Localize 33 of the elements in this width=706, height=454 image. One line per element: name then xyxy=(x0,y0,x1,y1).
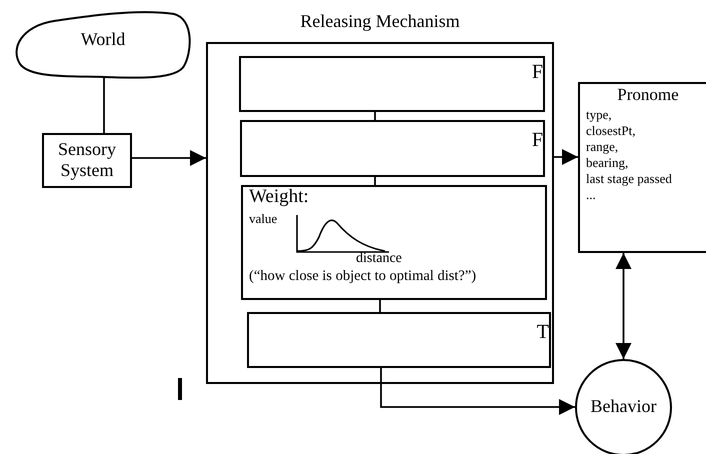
label: F xyxy=(532,130,543,151)
label: Weight: xyxy=(249,187,309,207)
stage-box xyxy=(247,312,551,368)
behavior-circle xyxy=(575,359,672,454)
label: T xyxy=(536,322,549,343)
connector-line xyxy=(374,112,376,120)
process-box xyxy=(42,133,132,188)
label: (“how close is object to optimal dist?”) xyxy=(249,269,476,284)
label: closestPt, xyxy=(586,124,636,138)
connector-line xyxy=(374,177,376,185)
weight-box xyxy=(241,185,547,300)
label: bearing, xyxy=(586,156,628,170)
label: last stage passed xyxy=(586,172,672,186)
stage-box xyxy=(239,56,545,112)
arrow xyxy=(132,150,206,166)
label: range, xyxy=(586,140,618,154)
label: type, xyxy=(586,108,612,122)
arrow xyxy=(380,368,575,415)
connector-line xyxy=(103,76,105,133)
heading: Pronome xyxy=(616,86,680,104)
label: Behavior xyxy=(590,397,658,416)
label: ... xyxy=(586,188,596,202)
arrow xyxy=(616,253,632,359)
axis-label: value xyxy=(249,212,278,226)
arrow xyxy=(554,149,578,165)
label: F xyxy=(532,62,543,83)
connector-line xyxy=(379,300,381,312)
stage-box xyxy=(240,120,545,177)
label: World xyxy=(80,30,126,49)
label: Sensory System xyxy=(57,139,117,180)
heading: Releasing Mechanism xyxy=(299,12,461,31)
pronome-box xyxy=(578,82,706,253)
axis-label: distance xyxy=(356,252,402,267)
